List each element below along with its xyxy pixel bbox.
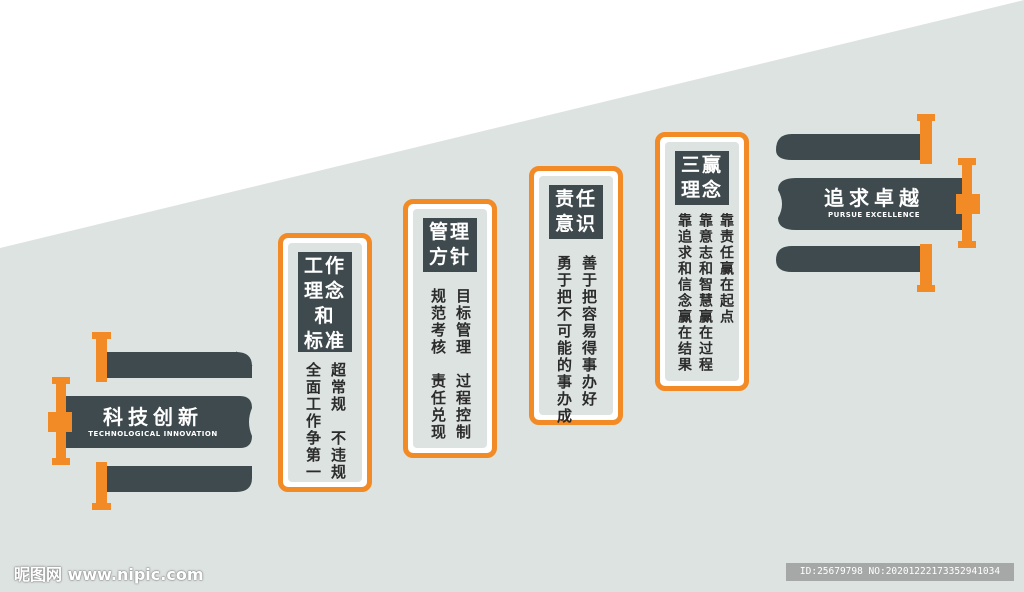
left-banner: 科技创新 TECHNOLOGICAL INNOVATION (88, 405, 218, 439)
right-banner: 追求卓越 PURSUE EXCELLENCE (806, 186, 942, 220)
panel-management-policy: 管理 方针 目标管理 过程控制 规范考核 责任兑现 (403, 199, 497, 458)
left-banner-subtitle: TECHNOLOGICAL INNOVATION (88, 430, 218, 438)
panel-line: 靠意志和智慧赢在过程 (697, 213, 713, 373)
right-banner-title: 追求卓越 (824, 186, 924, 210)
panel-triple-win: 三赢 理念 靠责任赢在起点 靠意志和智慧赢在过程 靠追求和信念赢在结果 (655, 132, 749, 391)
panel-line: 勇于把不可能的事办成 (555, 255, 573, 425)
watermark-logo: 昵图网 www.nipic.com (14, 565, 204, 584)
left-banner-title: 科技创新 (103, 405, 203, 429)
panel-line: 靠责任赢在起点 (718, 213, 734, 325)
panel-body: 善于把容易得事办好 勇于把不可能的事办成 (554, 255, 598, 425)
panel-title: 工作 理念 和 标准 (298, 252, 352, 352)
watermark-id: ID:25679798 NO:20201222173352941034 (786, 563, 1014, 581)
panel-line: 全面工作争第一 (304, 362, 322, 481)
panel-line: 靠追求和信念赢在结果 (676, 213, 692, 373)
panel-title: 三赢 理念 (675, 151, 729, 205)
right-banner-subtitle: PURSUE EXCELLENCE (828, 211, 920, 219)
panel-line: 善于把容易得事办好 (580, 255, 598, 408)
panel-line: 目标管理 过程控制 (454, 288, 472, 441)
panel-title: 管理 方针 (423, 218, 477, 272)
panel-body: 目标管理 过程控制 规范考核 责任兑现 (428, 288, 472, 441)
panel-title: 责任 意识 (549, 185, 603, 239)
panel-line: 超常规 不违规 (329, 362, 347, 481)
panel-body: 超常规 不违规 全面工作争第一 (303, 362, 347, 481)
panel-line: 规范考核 责任兑现 (429, 288, 447, 441)
panel-work-philosophy: 工作 理念 和 标准 超常规 不违规 全面工作争第一 (278, 233, 372, 492)
panel-body: 靠责任赢在起点 靠意志和智慧赢在过程 靠追求和信念赢在结果 (674, 213, 735, 373)
panel-responsibility: 责任 意识 善于把容易得事办好 勇于把不可能的事办成 (529, 166, 623, 425)
